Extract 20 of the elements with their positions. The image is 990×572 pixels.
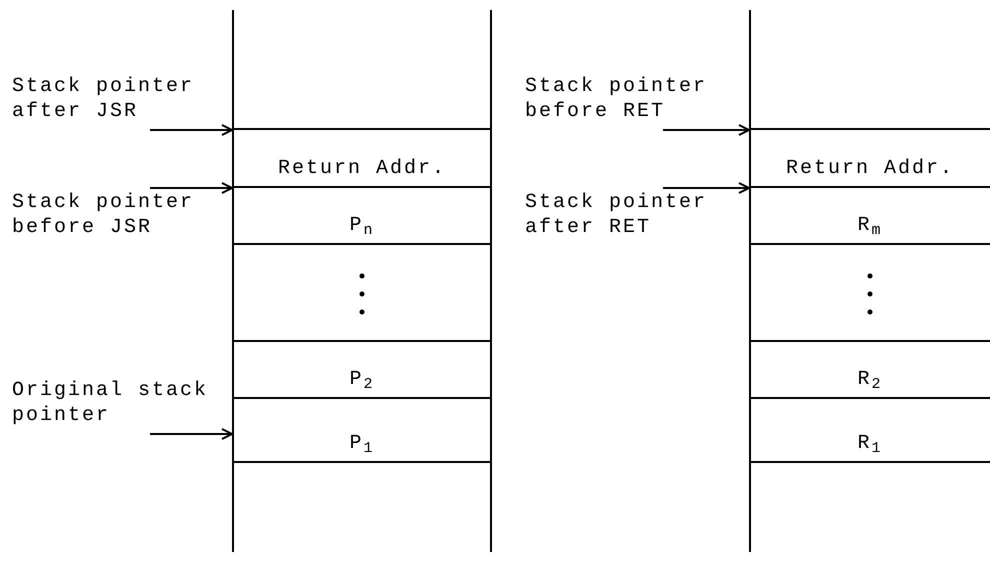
cell-text: P$_{2}$ <box>349 367 375 393</box>
cell-text: R$_{m}$ <box>857 213 883 239</box>
pointer-label: Original stack pointer <box>12 372 217 434</box>
pointer-label: Stack pointer after RET <box>525 188 730 248</box>
arrow <box>663 182 750 194</box>
pointer-label: Stack pointer after JSR <box>12 38 217 130</box>
cell-text: Return Addr. <box>278 156 446 182</box>
cell-text: P$_{n}$ <box>349 213 375 239</box>
stack-cell <box>233 128 491 188</box>
pointer-label: Stack pointer before JSR <box>12 188 217 248</box>
pointer-label: Stack pointer before RET <box>525 38 730 130</box>
cell-text: P$_{1}$ <box>349 431 375 457</box>
arrow <box>150 428 233 440</box>
cell-text: R$_{1}$ <box>857 431 883 457</box>
arrow <box>150 182 233 194</box>
arrow <box>663 124 750 136</box>
cell-text: R$_{2}$ <box>857 367 883 393</box>
cell-text: Return Addr. <box>786 156 954 182</box>
stack-cell <box>750 128 990 188</box>
arrow <box>150 124 233 136</box>
